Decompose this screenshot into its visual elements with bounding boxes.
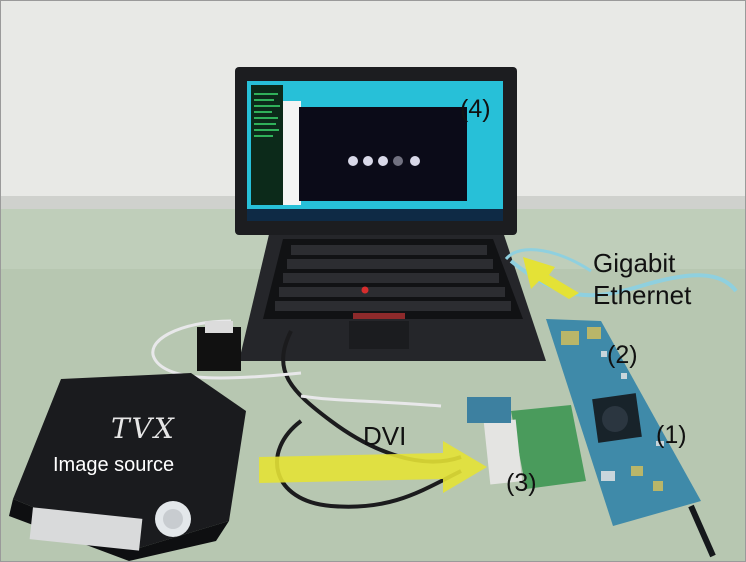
ethernet-label-line2: Ethernet: [593, 280, 692, 310]
dvi-label: DVI: [363, 421, 407, 451]
ethernet-arrow: [523, 257, 579, 299]
white-window: [283, 101, 301, 205]
keyboard-keys: [275, 245, 511, 311]
dvi-board-label: (3): [506, 469, 537, 497]
touchpad: [349, 321, 409, 349]
antenna-cable: [688, 504, 716, 558]
image-source-box: [13, 373, 246, 549]
taskbar: [247, 209, 503, 221]
dvi-board: [511, 405, 586, 489]
terminal-window: [251, 85, 283, 205]
laptop-label: (4): [460, 95, 491, 123]
trackpoint: [361, 286, 369, 294]
dvi-plug: [197, 327, 241, 371]
menu-icons: [348, 156, 420, 166]
dvi-connector: [483, 419, 523, 485]
small-board: [467, 397, 511, 423]
fpga-board-label: (1): [656, 421, 687, 449]
dvi-arrow: [259, 441, 487, 493]
ethernet-label: Gigabit Ethernet: [593, 247, 691, 311]
video-window: [299, 107, 467, 201]
device-display: [29, 507, 143, 551]
ethernet-label-line1: Gigabit: [593, 248, 676, 278]
usb-cable: [300, 394, 442, 408]
ethernet-board-label: (2): [607, 341, 638, 369]
device-brand-logo: TVX: [111, 412, 176, 445]
image-source-label: Image source: [53, 454, 175, 476]
